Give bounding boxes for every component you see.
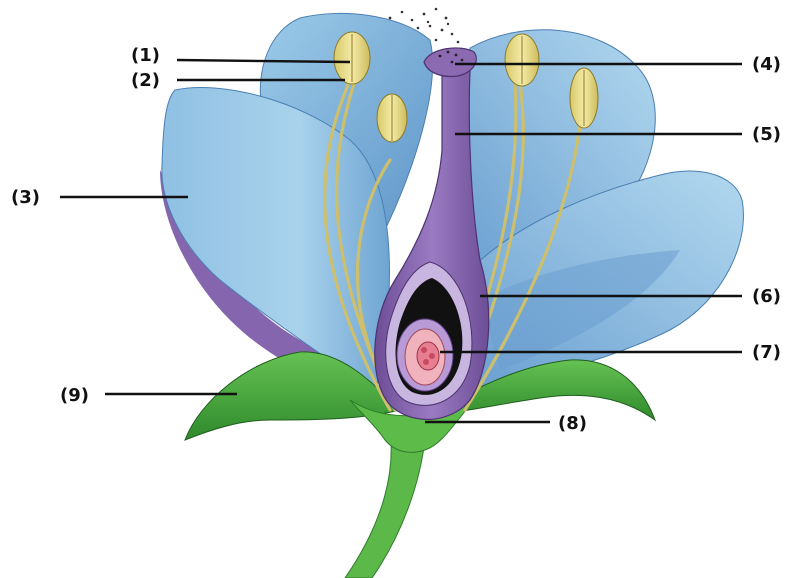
label-2: (2) xyxy=(131,70,160,91)
label-9: (9) xyxy=(60,385,89,406)
label-1: (1) xyxy=(131,45,160,66)
anther-right-top xyxy=(505,34,539,86)
label-4: (4) xyxy=(752,54,781,75)
label-8: (8) xyxy=(558,413,587,434)
anther-right-mid xyxy=(570,68,598,128)
ovule xyxy=(397,319,453,391)
label-5: (5) xyxy=(752,124,781,145)
label-6: (6) xyxy=(752,286,781,307)
anther-left-mid xyxy=(377,94,407,142)
label-3: (3) xyxy=(11,187,40,208)
anther-left-top xyxy=(334,32,370,84)
label-7: (7) xyxy=(752,342,781,363)
